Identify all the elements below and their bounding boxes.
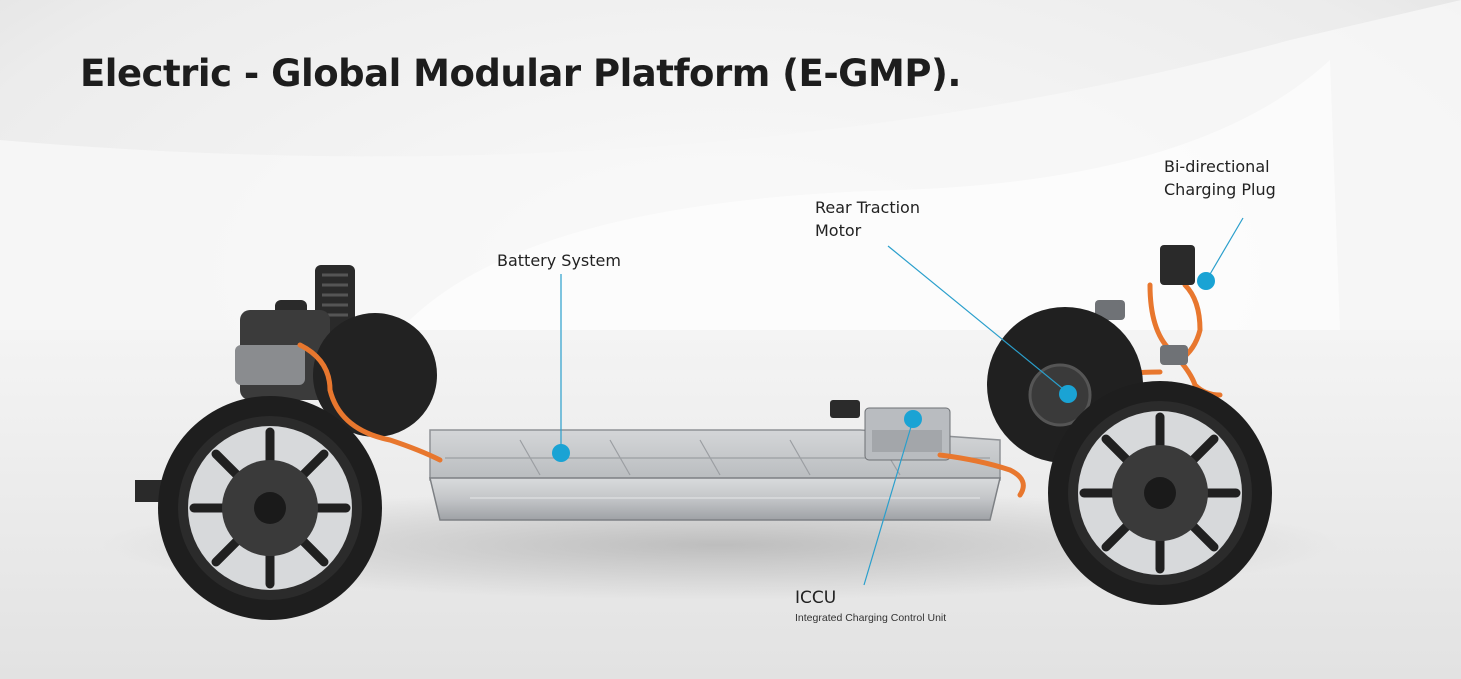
motor-leader-line [887,245,1069,394]
rear-traction-motor-label: Rear Traction Motor [815,198,920,240]
iccu-marker [904,410,922,428]
front-rear-wheel-silhouette [313,313,437,437]
battery-system [429,429,1001,521]
background-arch [400,60,1340,330]
plug-marker [1197,272,1215,290]
motor-marker [1059,385,1077,403]
rear-suspension [1095,245,1195,365]
front-wheel [158,396,382,620]
battery-system-label: Battery System [497,251,621,270]
floor-shadow [100,490,1340,600]
iccu-label: ICCU [795,588,837,608]
front-suspension [135,265,355,502]
battery-marker [552,444,570,462]
rear-wheel [1048,381,1272,605]
iccu-leader-line [863,419,914,586]
page-title: Electric - Global Modular Platform (E-GM… [80,52,961,95]
plug-leader-line [1205,217,1244,282]
leader-lines [560,217,1244,586]
charging-plug-label: Bi-directional Charging Plug [1164,157,1276,199]
markers [552,272,1215,462]
iccu-sublabel: Integrated Charging Control Unit [795,612,947,624]
